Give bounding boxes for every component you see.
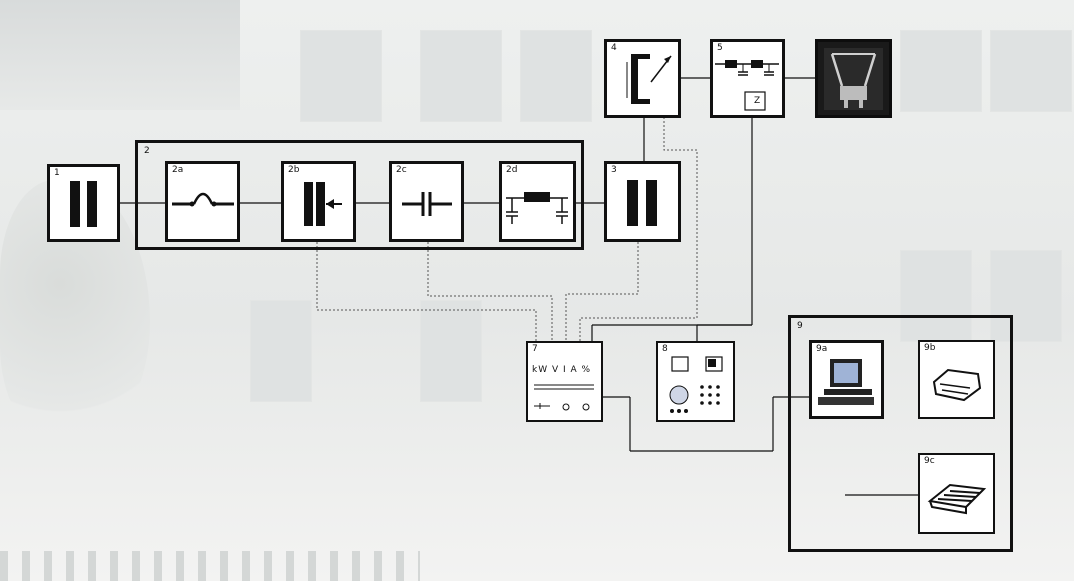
block-9b-printer: 9b bbox=[918, 340, 995, 419]
transformer-icon bbox=[70, 181, 97, 227]
small-box-label: Z bbox=[754, 96, 761, 106]
block-3-transformer: 3 bbox=[604, 161, 681, 242]
meter-labels: kW V I A % bbox=[532, 365, 592, 375]
block-number: 1 bbox=[54, 168, 60, 178]
transformer-icon bbox=[627, 180, 657, 226]
variable-reactor-icon bbox=[304, 182, 342, 226]
block-2c-capacitor: 2c bbox=[389, 161, 464, 242]
block-number: 2c bbox=[396, 165, 407, 175]
block-number: 7 bbox=[532, 344, 538, 354]
group-number: 2 bbox=[144, 146, 150, 156]
block-2d-filter: 2d bbox=[499, 161, 576, 242]
block-2b-reactor: 2b bbox=[281, 161, 356, 242]
computer-icon bbox=[818, 359, 874, 405]
keyboard-icon bbox=[927, 483, 987, 515]
measurement-panel-icon bbox=[534, 384, 594, 411]
block-4-variable-transformer: 4 bbox=[604, 39, 681, 118]
load-device-icon bbox=[824, 48, 883, 110]
block-number: 9c bbox=[924, 456, 935, 466]
variable-transformer-icon bbox=[626, 54, 672, 104]
switch-icon bbox=[172, 192, 234, 207]
control-panel-icon bbox=[669, 356, 723, 413]
block-7-measurement-panel: 7 kW V I A % bbox=[526, 341, 603, 422]
block-number: 9b bbox=[924, 343, 936, 353]
block-1-transformer: 1 bbox=[47, 164, 120, 242]
block-8-control-panel: 8 bbox=[656, 341, 735, 422]
block-number: 5 bbox=[717, 43, 723, 53]
group-9: 9 bbox=[788, 315, 1013, 552]
block-number: 4 bbox=[611, 43, 617, 53]
block-number: 2d bbox=[506, 165, 518, 175]
block-number: 8 bbox=[662, 344, 668, 354]
block-number: 3 bbox=[611, 165, 617, 175]
lc-filter-icon bbox=[715, 60, 779, 111]
block-9c-keyboard: 9c bbox=[918, 453, 995, 534]
printer-icon bbox=[932, 368, 982, 402]
filter-icon bbox=[506, 192, 568, 224]
block-number: 2b bbox=[288, 165, 300, 175]
block-5-lc-filter: 5 Z bbox=[710, 39, 785, 118]
group-2: 2 bbox=[135, 140, 584, 250]
capacitor-icon bbox=[402, 192, 452, 216]
group-number: 9 bbox=[797, 321, 803, 331]
block-6-load: 6 bbox=[815, 39, 892, 118]
block-number: 2a bbox=[172, 165, 184, 175]
block-number: 9a bbox=[816, 344, 828, 354]
block-2a-switch: 2a bbox=[165, 161, 240, 242]
block-9a-computer: 9a bbox=[809, 340, 884, 419]
